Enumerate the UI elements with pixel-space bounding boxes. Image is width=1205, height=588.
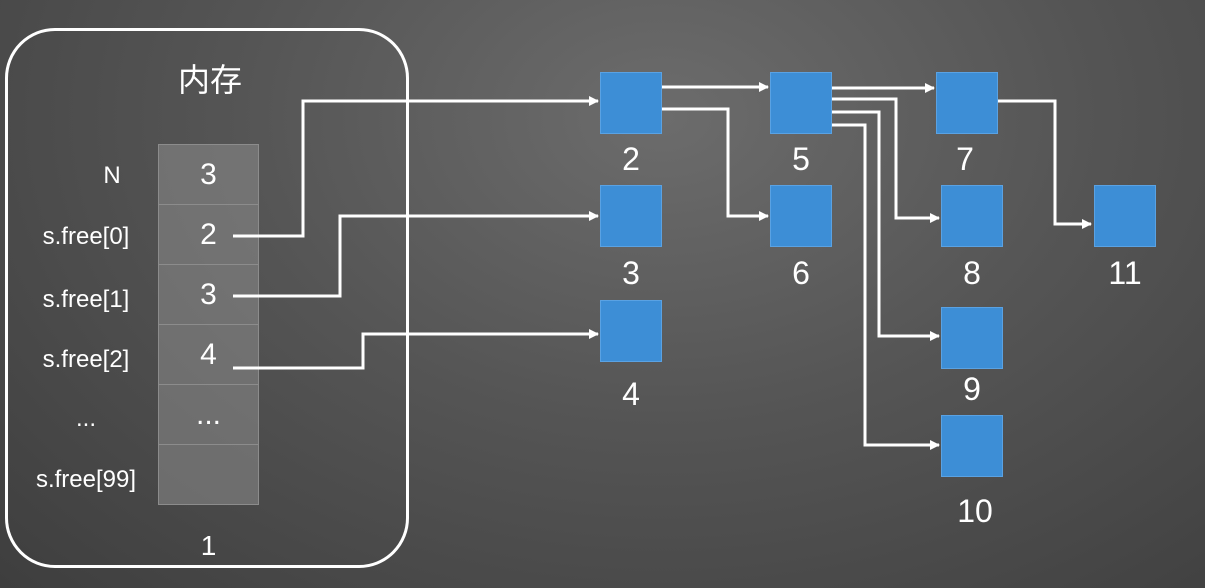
arrow-5-to-9 (832, 110, 940, 341)
arrow-5-to-8 (832, 97, 940, 223)
block-4 (600, 300, 662, 362)
block-5 (770, 72, 832, 134)
cell-ellipsis: ... (158, 384, 259, 445)
memory-stack: 3 2 3 4 ... (158, 144, 259, 505)
arrow-2-to-6 (662, 107, 769, 221)
block-11-label: 11 (1108, 255, 1142, 291)
memory-frame (5, 28, 409, 568)
row-label-n: N (103, 162, 121, 189)
row-label-ellipsis: ... (75, 405, 96, 432)
block-8-label: 8 (963, 255, 981, 291)
arrow-free1-to-3 (233, 211, 599, 298)
block-10-label: 10 (957, 493, 993, 529)
block-9-label: 9 (963, 371, 981, 407)
block-10 (941, 415, 1003, 477)
block-3-label: 3 (622, 255, 640, 291)
arrow-free0-to-2 (233, 96, 599, 238)
block-6 (770, 185, 832, 247)
memory-title: 内存 (177, 62, 242, 98)
cell-n: 3 (158, 144, 259, 205)
row-label-free-1: s.free[1] (42, 286, 130, 313)
row-label-free-2: s.free[2] (42, 346, 130, 373)
arrow-7-to-11 (998, 99, 1092, 229)
row-label-free-0: s.free[0] (42, 223, 130, 250)
block-6-label: 6 (792, 255, 810, 291)
cell-free-1: 3 (158, 264, 259, 325)
bottom-label: 1 (200, 530, 217, 561)
cell-free-0: 2 (158, 204, 259, 265)
block-8 (941, 185, 1003, 247)
block-5-label: 5 (792, 141, 810, 177)
block-4-label: 4 (622, 376, 640, 412)
block-7 (936, 72, 998, 134)
cell-free-99 (158, 444, 259, 505)
cell-free-2: 4 (158, 324, 259, 385)
block-2 (600, 72, 662, 134)
row-label-free-99: s.free[99] (35, 466, 137, 493)
arrow-free2-to-4 (233, 329, 599, 370)
block-9 (941, 307, 1003, 369)
block-2-label: 2 (622, 141, 640, 177)
block-3 (600, 185, 662, 247)
block-7-label: 7 (956, 141, 974, 177)
arrow-5-to-10 (832, 123, 940, 450)
block-11 (1094, 185, 1156, 247)
